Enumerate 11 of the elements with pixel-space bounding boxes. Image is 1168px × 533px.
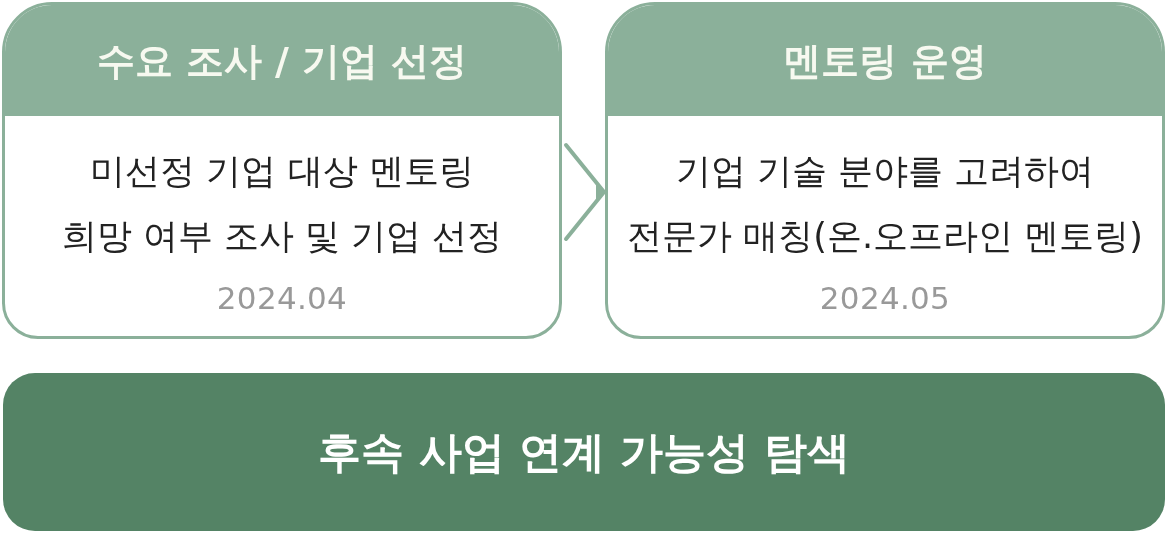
description-text: 미선정 기업 대상 멘토링 희망 여부 조사 및 기업 선정 — [60, 150, 504, 258]
date-text: 2024.04 — [216, 280, 348, 316]
card-title: 수요 조사 / 기업 선정 — [96, 37, 468, 84]
banner-text: 후속 사업 연계 가능성 탐색 — [317, 426, 851, 478]
process-card — [605, 2, 1165, 339]
card-title: 멘토링 운영 — [783, 37, 987, 84]
result-banner — [3, 373, 1165, 531]
process-card — [2, 2, 562, 339]
description-text: 기업 기술 분야를 고려하여 전문가 매칭(온.오프라인 멘토링) — [626, 150, 1144, 258]
chevron-arrow — [564, 143, 606, 241]
date-text: 2024.05 — [819, 280, 951, 316]
